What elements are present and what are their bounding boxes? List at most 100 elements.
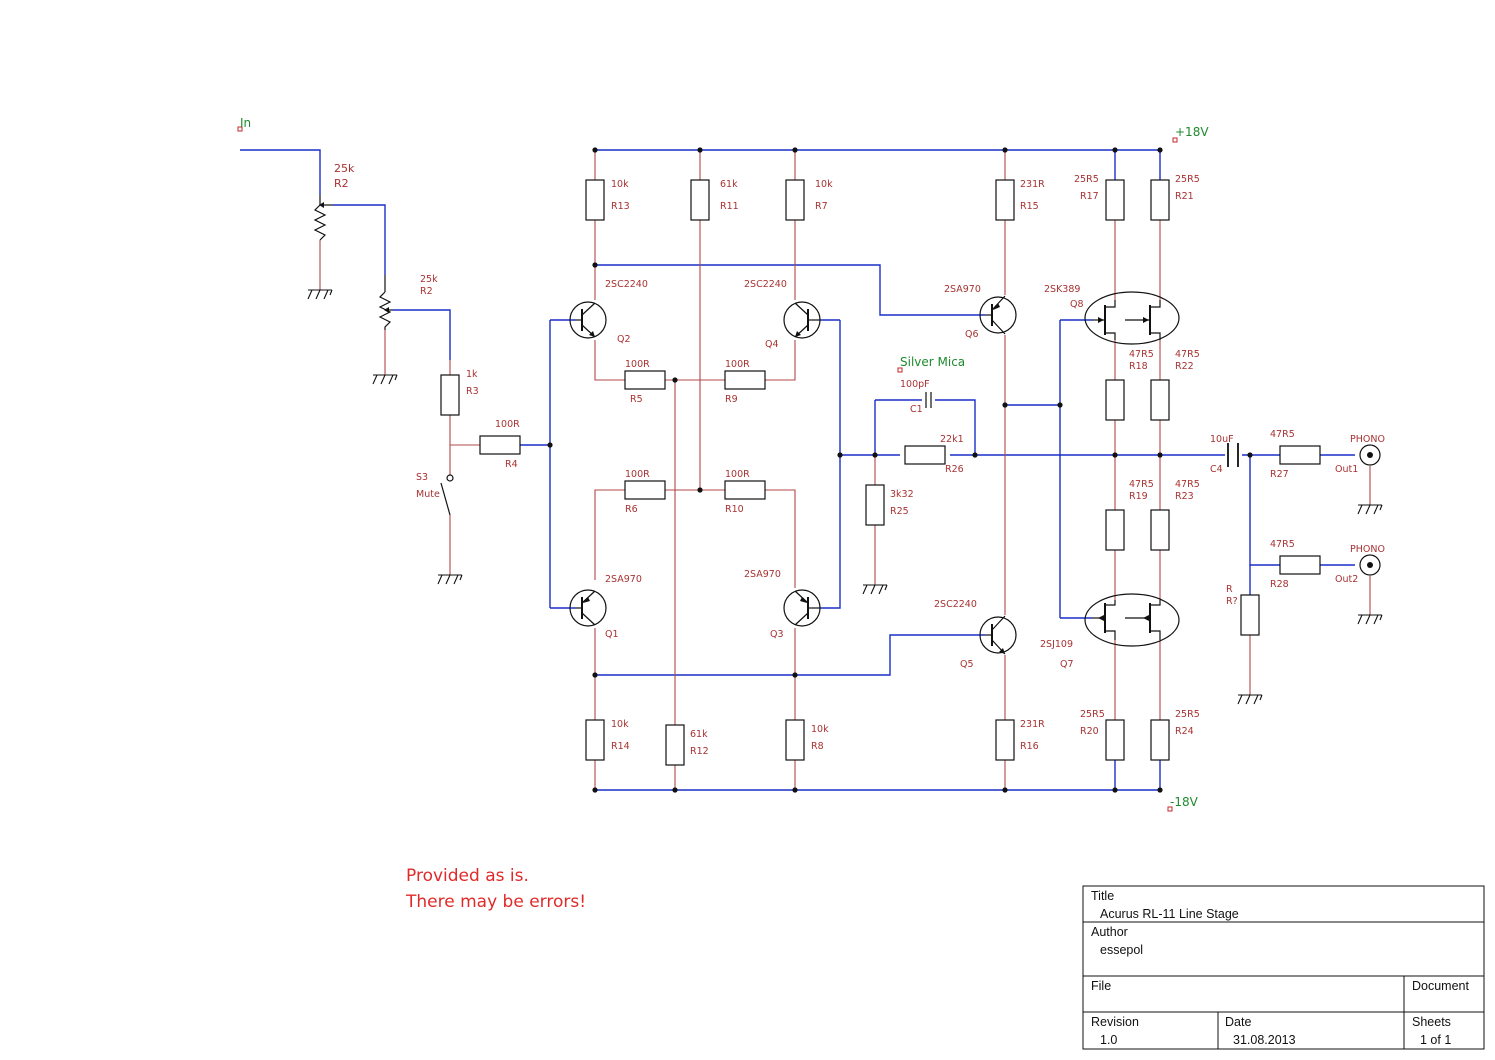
switch-S3 <box>440 474 454 516</box>
net-label-vpos: +18V <box>1175 125 1209 139</box>
resistor-Rq <box>1240 594 1260 636</box>
value-label: 100R <box>625 469 650 480</box>
sheets-label: Sheets <box>1412 1015 1451 1029</box>
ref-label: R26 <box>945 464 964 475</box>
value-label: 61k <box>720 179 738 190</box>
value-label: 100R <box>725 469 750 480</box>
ref-label: R6 <box>625 504 638 515</box>
value-label: 100R <box>725 359 750 370</box>
ref-label: Out1 <box>1335 464 1358 475</box>
sheets-value: 1 of 1 <box>1420 1033 1451 1047</box>
ref-label: R23 <box>1175 491 1194 502</box>
ref-label: R3 <box>466 386 479 397</box>
net-label-in: In <box>240 116 251 130</box>
value-label: 2SA970 <box>944 284 981 295</box>
value-label: 47R5 <box>1175 349 1200 360</box>
jfet-Q8 <box>1084 291 1180 345</box>
ref-label: R19 <box>1129 491 1148 502</box>
value-label: 10k <box>611 179 629 190</box>
ref-label: R20 <box>1080 726 1099 737</box>
resistor-R25 <box>865 484 885 526</box>
ref-label: Q8 <box>1070 299 1084 310</box>
value-label: 47R5 <box>1270 539 1295 550</box>
value-label: 47R5 <box>1129 349 1154 360</box>
ref-label: Out2 <box>1335 574 1358 585</box>
author-label: Author <box>1091 925 1128 939</box>
resistor-R9 <box>724 370 766 390</box>
value-label: 47R5 <box>1270 429 1295 440</box>
value-label: 10k <box>811 724 829 735</box>
resistor-R23 <box>1150 509 1170 551</box>
file-label: File <box>1091 979 1111 993</box>
author-value: essepol <box>1100 943 1143 957</box>
resistor-R18 <box>1105 379 1125 421</box>
value-label: 25R5 <box>1080 709 1105 720</box>
potentiometer-R2a <box>313 195 333 241</box>
resistor-R20 <box>1105 719 1125 761</box>
resistor-R5 <box>624 370 666 390</box>
capacitor-C4 <box>1227 443 1239 467</box>
resistor-R16 <box>995 719 1015 761</box>
value-label: 25k <box>334 162 355 175</box>
ref-label: R14 <box>611 741 630 752</box>
title-block: Title Acurus RL-11 Line Stage Author ess… <box>1082 885 1485 1050</box>
transistor-Q4 <box>783 301 821 339</box>
ref-label: Q7 <box>1060 659 1074 670</box>
ref-label: Q4 <box>765 339 779 350</box>
ref-label: S3 <box>416 472 428 483</box>
date-value: 31.08.2013 <box>1233 1033 1296 1047</box>
resistor-R12 <box>665 724 685 766</box>
value-label: PHONO <box>1350 544 1385 555</box>
ref-label: R11 <box>720 201 739 212</box>
ref-label: Q1 <box>605 629 619 640</box>
transistor-Q3 <box>783 589 821 627</box>
value-label: 100pF <box>900 379 930 390</box>
ref-label: R28 <box>1270 579 1289 590</box>
title-value: Acurus RL-11 Line Stage <box>1100 907 1239 921</box>
ref-label: R2 <box>420 286 433 297</box>
resistor-R11 <box>690 179 710 221</box>
ref-label: Q6 <box>965 329 979 340</box>
revision-label: Revision <box>1091 1015 1139 1029</box>
date-label: Date <box>1225 1015 1251 1029</box>
value-label: 100R <box>495 419 520 430</box>
phono-jack-out1 <box>1359 444 1381 466</box>
transistor-Q6 <box>979 295 1017 335</box>
jfet-Q7 <box>1084 593 1180 647</box>
ref-label: R10 <box>725 504 744 515</box>
value-label: 2SC2240 <box>744 279 787 290</box>
resistor-R21 <box>1150 179 1170 221</box>
resistor-R14 <box>585 719 605 761</box>
ref-label: R21 <box>1175 191 1194 202</box>
revision-value: 1.0 <box>1100 1033 1117 1047</box>
value-label: 47R5 <box>1175 479 1200 490</box>
phono-jack-out2 <box>1359 554 1381 576</box>
ref-label: R5 <box>630 394 643 405</box>
ref-label: R18 <box>1129 361 1148 372</box>
value-label: 25R5 <box>1175 709 1200 720</box>
resistor-R13 <box>585 179 605 221</box>
resistor-R24 <box>1150 719 1170 761</box>
ref-label: R? <box>1226 596 1238 607</box>
value-label: 25R5 <box>1175 174 1200 185</box>
ref-label: R27 <box>1270 469 1289 480</box>
value-label: 10uF <box>1210 434 1234 445</box>
resistors <box>440 179 1321 766</box>
value-label: 61k <box>690 729 708 740</box>
pin-stubs <box>319 150 1371 790</box>
transistor-Q1 <box>569 589 607 627</box>
ref-label: R8 <box>811 741 824 752</box>
resistor-R4 <box>479 435 521 455</box>
transistor-Q2 <box>569 301 607 339</box>
resistor-R26 <box>904 445 946 465</box>
ref-label: R4 <box>505 459 518 470</box>
ref-label: R13 <box>611 201 630 212</box>
resistor-R27 <box>1279 445 1321 465</box>
value-label: 10k <box>611 719 629 730</box>
ref-label: Q5 <box>960 659 974 670</box>
disclaimer-line-2: There may be errors! <box>405 892 586 912</box>
resistor-R7 <box>785 179 805 221</box>
value-label: PHONO <box>1350 434 1385 445</box>
ref-label: R17 <box>1080 191 1099 202</box>
wires <box>240 149 1355 791</box>
